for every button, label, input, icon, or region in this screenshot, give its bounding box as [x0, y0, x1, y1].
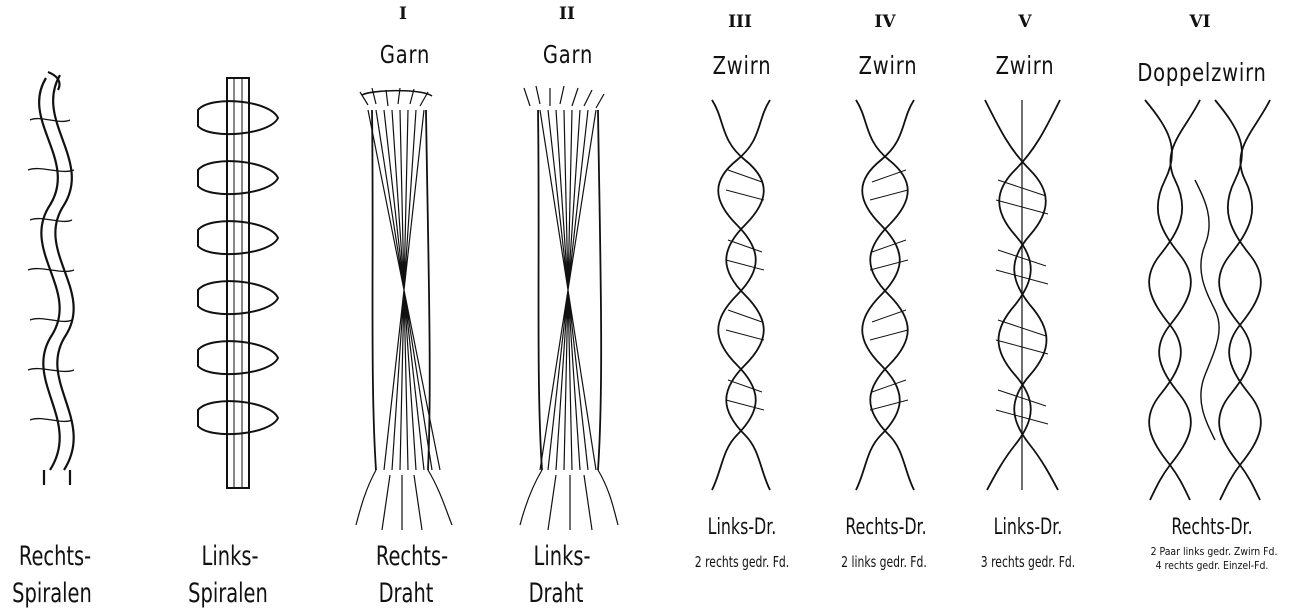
figure-numeral: I — [399, 6, 407, 23]
figure-numeral: VI — [1189, 14, 1210, 31]
caption-line-2: Draht — [529, 580, 584, 607]
yarn-left-twist-illustration — [520, 86, 618, 530]
figure-numeral: II — [559, 6, 575, 23]
caption-line-1: Links-Dr. — [994, 517, 1063, 539]
cord-two-ply-illustration-3 — [712, 100, 770, 490]
yarn-right-twist-illustration — [356, 88, 452, 530]
cord-three-ply-illustration-5 — [985, 100, 1060, 490]
caption-detail: 2 links gedr. Fd. — [841, 555, 927, 570]
caption-line-2: Draht — [379, 580, 434, 607]
figure-numeral: V — [1018, 14, 1031, 31]
figure-heading: Garn — [380, 42, 430, 67]
figure-heading: Zwirn — [713, 53, 772, 78]
caption-detail: 3 rechts gedr. Fd. — [981, 555, 1075, 570]
caption-line-2: Spiralen — [12, 580, 92, 607]
caption-detail-1: 2 Paar links gedr. Zwirn Fd. — [1151, 546, 1278, 557]
caption-line-1: Rechts- — [376, 543, 448, 570]
caption-line-1: Links- — [534, 543, 591, 570]
figure-heading: Zwirn — [859, 53, 918, 78]
caption-line-1: Rechts-Dr. — [1171, 517, 1252, 539]
right-spiral-illustration — [28, 72, 74, 485]
caption-detail-2: 4 rechts gedr. Einzel-Fd. — [1156, 560, 1269, 571]
left-spiral-illustration — [198, 78, 278, 488]
caption-detail: 2 rechts gedr. Fd. — [695, 555, 789, 570]
figure-numeral: IV — [874, 14, 895, 31]
figure-heading: Garn — [543, 42, 593, 67]
caption-line-1: Links- — [202, 543, 259, 570]
caption-line-1: Rechts- — [19, 543, 91, 570]
caption-line-1: Links-Dr. — [708, 517, 777, 539]
figure-numeral: III — [728, 14, 752, 31]
figure-heading: Doppelzwirn — [1137, 60, 1266, 85]
figure-heading: Zwirn — [996, 53, 1055, 78]
cord-two-ply-illustration-4 — [856, 100, 914, 490]
caption-line-1: Rechts-Dr. — [845, 517, 926, 539]
caption-line-2: Spiralen — [188, 580, 268, 607]
double-cord-illustration-6 — [1145, 100, 1270, 500]
